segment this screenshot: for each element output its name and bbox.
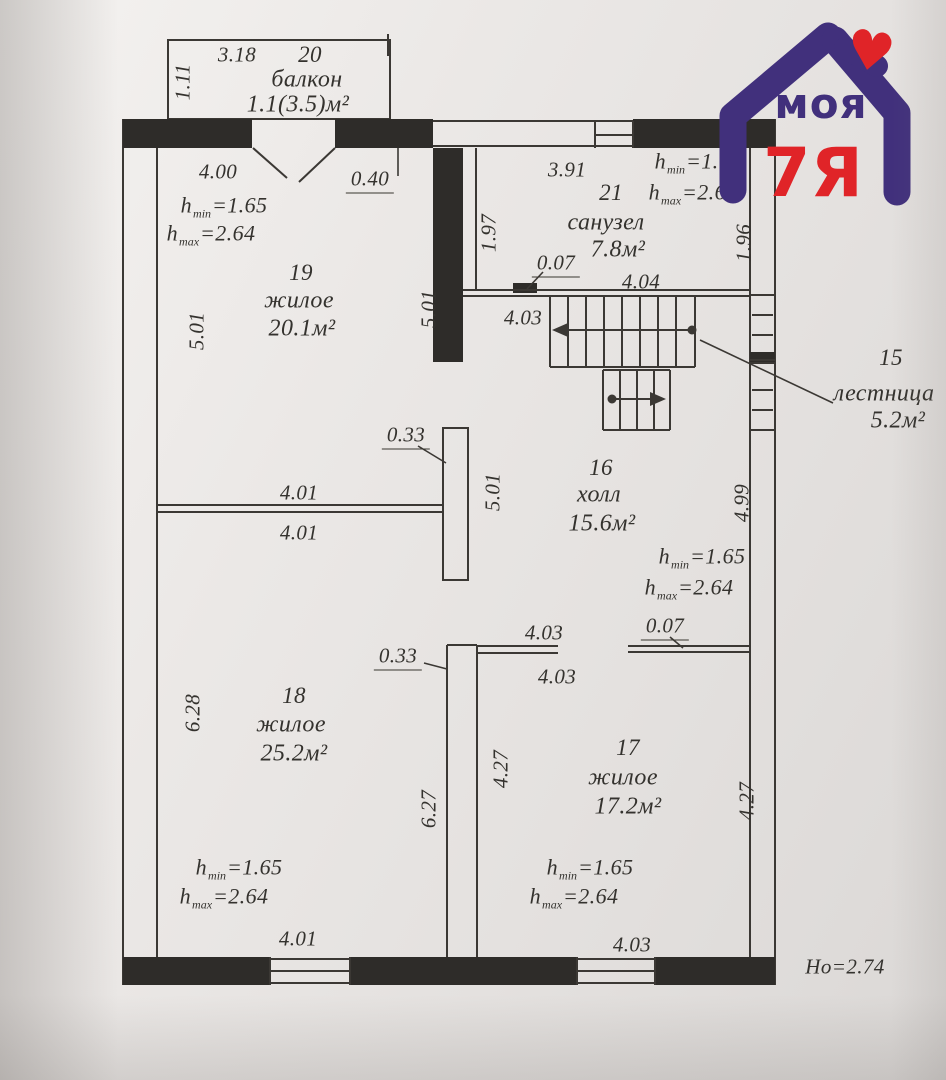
room-21-area: 7.8м² xyxy=(590,236,646,263)
dim-r18-right: 6.27 xyxy=(416,789,441,829)
dim-r18-bottom: 4.01 xyxy=(278,926,318,951)
dim-bath-top: 3.91 xyxy=(547,157,587,182)
dim-r17-top: 4.03 xyxy=(537,664,577,689)
balcony-door-swing xyxy=(252,147,336,183)
height-min-label-hall: hmin=1.65 xyxy=(658,543,746,572)
room-21-number: 21 xyxy=(599,180,623,205)
dim-partition-bottom: 4.01 xyxy=(279,520,319,545)
room-15-name: лестница xyxy=(833,380,935,407)
dim-stub2: 0.33 xyxy=(373,644,423,671)
room-18-area: 25.2м² xyxy=(260,740,328,767)
dim-bath-door: 0.07 xyxy=(531,251,581,278)
interior-walls xyxy=(157,148,750,957)
dim-stairs-top: 4.04 xyxy=(621,269,661,294)
house-icon xyxy=(719,22,911,206)
height-min-label-r18: hmin=1.65 xyxy=(195,854,283,883)
dim-balcony-depth: 1.11 xyxy=(170,63,195,101)
dim-pier: 0.40 xyxy=(345,167,395,194)
dim-r17-right: 4.27 xyxy=(734,781,759,821)
dim-hall-door: 0.07 xyxy=(640,614,690,641)
wall-piers xyxy=(123,119,775,985)
room-16-number: 16 xyxy=(589,455,613,480)
dim-r18-left: 6.28 xyxy=(180,693,205,733)
dim-r17-left: 4.27 xyxy=(488,749,513,789)
room-15-number: 15 xyxy=(879,345,903,370)
logo-text-moya: моя xyxy=(774,79,867,128)
agency-logo: ♥ моя 7Я xyxy=(719,16,911,213)
height-max-label-hall: hmax=2.64 xyxy=(644,574,734,603)
floor-height-note: Но=2.74 xyxy=(805,954,885,979)
leader-lines xyxy=(397,148,834,670)
room-17-area: 17.2м² xyxy=(594,793,662,820)
logo-text-7ya: 7Я xyxy=(763,134,863,213)
room-16-area: 15.6м² xyxy=(568,510,636,537)
room-18-number: 18 xyxy=(282,683,306,708)
balcony-outline xyxy=(167,34,391,120)
staircase xyxy=(549,296,697,431)
dim-corridor: 1.97 xyxy=(476,213,501,253)
dim-r19-right: 5.01 xyxy=(416,289,441,329)
dim-balcony-width: 3.18 xyxy=(217,42,257,67)
dim-r17-bottom: 4.03 xyxy=(612,932,652,957)
room-16-name: холл xyxy=(577,481,621,508)
dim-r19-left: 5.01 xyxy=(184,311,209,351)
room-17-number: 17 xyxy=(616,735,640,760)
height-max-label-r17: hmax=2.64 xyxy=(529,883,619,912)
room-17-name: жилое xyxy=(588,764,658,791)
room-19-number: 19 xyxy=(289,260,313,285)
dim-hall-left: 5.01 xyxy=(480,472,505,512)
dim-r19-top: 4.00 xyxy=(198,159,238,184)
room-21-name: санузел xyxy=(567,209,645,236)
dim-stairs-length: 4.03 xyxy=(503,305,543,330)
windows xyxy=(269,121,775,985)
heart-icon: ♥ xyxy=(841,16,900,86)
height-max-label-r19: hmax=2.64 xyxy=(166,220,256,249)
dim-bath-right: 1.96 xyxy=(731,223,756,263)
height-min-label-r19: hmin=1.65 xyxy=(180,192,268,221)
room-15-area: 5.2м² xyxy=(870,407,926,434)
height-min-label-r17: hmin=1.65 xyxy=(546,854,634,883)
room-19-name: жилое xyxy=(264,287,334,314)
room-balcony-name: балкон xyxy=(271,66,343,93)
dim-hall-right: 4.99 xyxy=(729,483,754,523)
room-balcony-number: 20 xyxy=(298,42,322,67)
dim-hall-bottom: 4.03 xyxy=(524,620,564,645)
dim-stub1: 0.33 xyxy=(381,423,431,450)
room-18-name: жилое xyxy=(256,711,326,738)
height-max-label-r18: hmax=2.64 xyxy=(179,883,269,912)
room-balcony-area: 1.1(3.5)м² xyxy=(246,91,350,118)
room-19-area: 20.1м² xyxy=(268,315,336,342)
dim-partition-top: 4.01 xyxy=(279,480,319,505)
